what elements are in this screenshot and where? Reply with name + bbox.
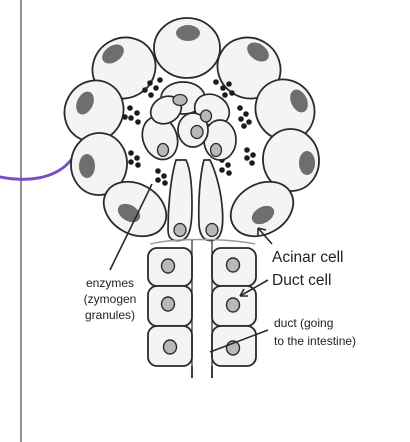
granule — [134, 155, 140, 161]
granule — [155, 177, 161, 183]
granule — [128, 115, 134, 121]
acinar-cell — [153, 17, 221, 79]
granule — [128, 150, 134, 156]
granule — [229, 90, 235, 96]
granule — [161, 173, 167, 179]
duct-nucleus — [225, 257, 241, 273]
granule — [213, 79, 219, 85]
accent-curve — [0, 158, 73, 181]
label-duct-cell: Duct cell — [272, 272, 331, 289]
granule — [153, 85, 159, 91]
inner-nucleus — [172, 93, 188, 107]
label-enzymes-2: (zymogen — [84, 292, 137, 306]
acinar-nucleus — [290, 89, 308, 113]
duct-junction — [149, 238, 256, 245]
granule — [135, 162, 141, 168]
inner-nuclei — [156, 93, 223, 158]
granule — [244, 155, 250, 161]
granule — [225, 162, 231, 168]
pointer-acinar-head — [257, 227, 267, 236]
granule — [157, 77, 163, 83]
acinar-nucleus — [176, 25, 200, 41]
acinar-cell — [262, 128, 320, 192]
granule — [134, 110, 140, 116]
granule — [241, 123, 247, 129]
acinar-nucleus — [247, 42, 269, 62]
acinar-nucleus — [76, 91, 94, 115]
duct-nucleus — [160, 258, 176, 274]
granule — [219, 167, 225, 173]
channel-nucleus — [205, 222, 219, 238]
granule — [244, 147, 250, 153]
granule — [226, 81, 232, 87]
granule — [220, 85, 226, 91]
duct-nuclei — [160, 257, 241, 356]
pointer-duct — [209, 329, 269, 353]
granule — [237, 105, 243, 111]
granule — [148, 92, 154, 98]
granule — [249, 160, 255, 166]
granule — [128, 159, 134, 165]
duct-nucleus — [225, 297, 241, 313]
pointer-duct-cell — [239, 279, 269, 297]
granule — [122, 114, 128, 120]
granule — [155, 168, 161, 174]
pointer-enzymes — [109, 183, 153, 271]
granule — [222, 92, 228, 98]
inner-nucleus — [190, 124, 204, 140]
label-acinar-cell: Acinar cell — [272, 249, 344, 266]
channel-nuclei — [173, 222, 219, 238]
inner-nucleus — [199, 109, 213, 123]
granule — [142, 87, 148, 93]
granule — [226, 170, 232, 176]
duct-nucleus — [160, 296, 176, 312]
granule — [250, 152, 256, 158]
granule — [238, 116, 244, 122]
duct-bottom — [191, 366, 213, 378]
acinar-nucleus — [79, 154, 95, 178]
pointers — [109, 183, 273, 353]
acinar-nucleus — [117, 203, 141, 223]
label-duct-1: duct (going — [274, 316, 333, 330]
label-enzymes-1: enzymes — [86, 276, 134, 290]
acinar-nucleus — [299, 151, 315, 175]
acinar-nucleus — [102, 44, 124, 64]
label-enzymes-3: granules) — [85, 308, 135, 322]
granule — [243, 111, 249, 117]
channel-nucleus — [173, 222, 187, 238]
inner-nucleus — [209, 142, 223, 158]
acinar-nuclei — [76, 25, 315, 225]
acinar-cell — [63, 79, 125, 143]
acinar-nucleus — [251, 205, 275, 225]
granule — [246, 119, 252, 125]
label-duct-2: to the intestine) — [274, 334, 356, 348]
acinar-cell — [70, 132, 128, 196]
zymogen-granules — [122, 77, 256, 186]
pointer-acinar — [257, 227, 273, 245]
granule — [127, 105, 133, 111]
inner-nucleus — [156, 142, 170, 158]
granule — [162, 180, 168, 186]
pointer-duct-cell-head — [239, 288, 248, 297]
granule — [135, 119, 141, 125]
duct-nucleus — [162, 339, 178, 355]
duct-lumen-line — [191, 240, 213, 366]
granule — [147, 80, 153, 86]
